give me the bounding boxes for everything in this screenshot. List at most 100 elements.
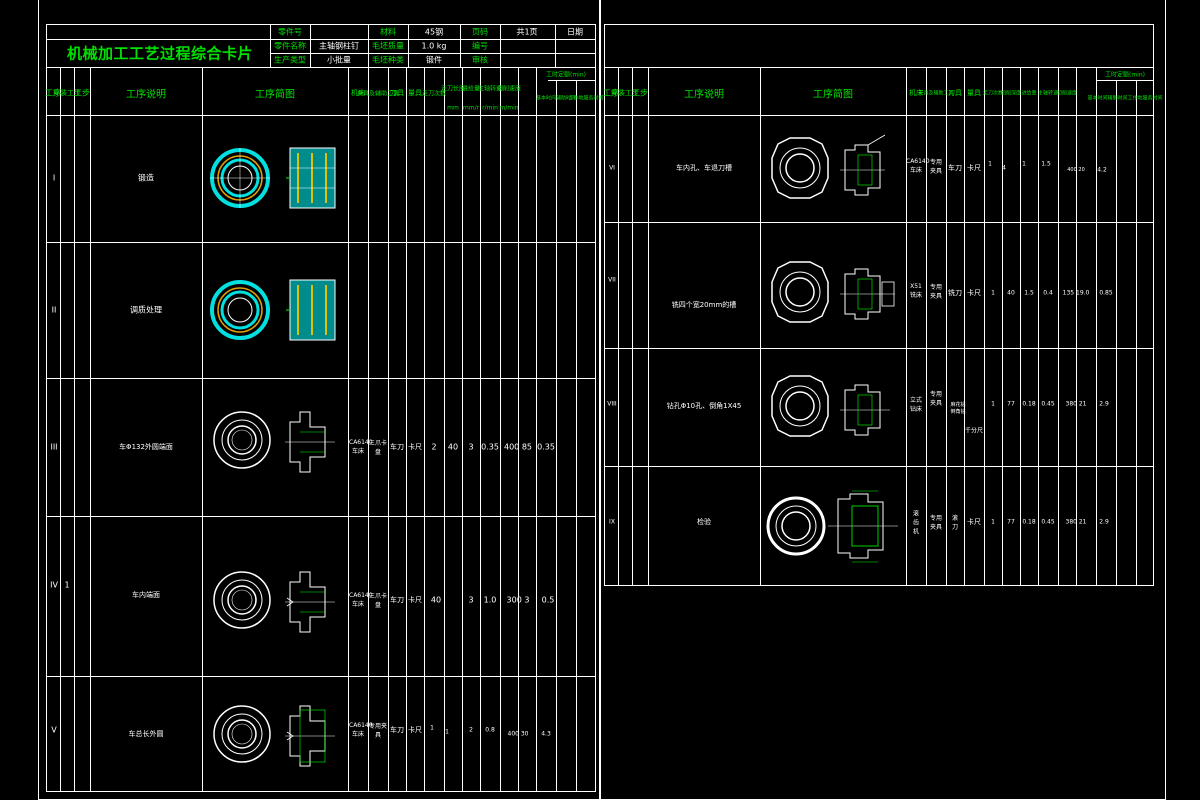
row-passes: 1 <box>991 518 995 526</box>
row-speed: 380 21 <box>1065 400 1087 408</box>
row-fixture: 专用夹具 <box>929 515 942 531</box>
row-description: 车Φ132外圆端面 <box>119 443 173 451</box>
row-passes: 2 <box>431 442 437 452</box>
card-title: 机械加工工艺过程综合卡片 <box>66 44 254 63</box>
col-spindle-unit: r/min <box>482 104 498 112</box>
row-number: II <box>51 305 57 315</box>
left-card-table <box>46 24 596 792</box>
row-feed: 2 <box>469 726 473 734</box>
r-col-gauge: 量具 <box>967 89 981 97</box>
row-machine: CA6140车床 <box>906 158 930 174</box>
row-feed: 1 <box>1022 160 1026 168</box>
date-label: 日期 <box>567 27 583 37</box>
production-type-value: 小批量 <box>327 55 351 65</box>
sketch-turn-1-side <box>285 411 335 473</box>
row-tool: 滚刀 <box>951 515 958 531</box>
col-sketch: 工序简图 <box>255 89 295 101</box>
row-tool: 铣刀 <box>948 289 962 297</box>
row-time: 2.9 <box>1099 518 1109 526</box>
r-col-process: 工序 <box>603 88 619 98</box>
col-cut-speed-unit: m/min <box>499 104 519 112</box>
row-fixture: 三爪卡盘 <box>369 440 388 456</box>
row-speed: 400 20 <box>1067 167 1085 173</box>
row-tool: 车刀 <box>390 596 404 604</box>
row-passes: 1 <box>988 160 992 168</box>
row-feed: 0.18 <box>1022 518 1036 526</box>
sketch-turn-3 <box>213 705 271 763</box>
r-col-feed: 进给量 <box>1021 90 1037 97</box>
sketch-heat-treat-side <box>286 279 336 341</box>
r-col-sketch: 工序简图 <box>813 89 853 101</box>
part-name-value: 主轴钢柱钉 <box>319 41 359 51</box>
col-gauge: 量具 <box>408 89 422 97</box>
col-setup: 安装工步 <box>53 89 81 97</box>
drawn-label: 编号 <box>472 41 488 51</box>
row-number: IV <box>50 580 58 590</box>
blank-weight-value: 1.0 kg <box>421 41 447 51</box>
material-label: 材料 <box>380 27 396 37</box>
col-cut-speed: 切削速度 <box>496 85 522 93</box>
sketch-drill <box>771 375 829 437</box>
col-fixture: 夹具及辅助工具 <box>356 90 400 98</box>
row-number: III <box>50 442 58 452</box>
row-gauge: 卡尺 <box>408 726 422 734</box>
material-value: 45钢 <box>424 27 444 37</box>
row-description: 锻造 <box>138 173 154 183</box>
row-number: VIII <box>607 400 617 408</box>
col-feed: 进给量 <box>461 85 481 93</box>
sketch-turn-2 <box>213 571 271 629</box>
col-time-aux: 辅助时间 <box>555 95 577 102</box>
row-fixture: 专用夹具 <box>369 723 388 739</box>
r-col-depth: 切削深度 <box>1000 90 1022 97</box>
row-speed: 135 19.0 <box>1062 289 1090 297</box>
col-feed-unit: mm/r <box>462 104 480 112</box>
row-speed: 300 3 <box>506 595 530 605</box>
r-col-spindle: 主轴转速 <box>1037 90 1059 97</box>
r-col-machine: 机床 <box>909 89 923 97</box>
row-machine: CA6140车床 <box>349 592 373 608</box>
row-depth: 77 <box>1007 400 1015 408</box>
row-spindle: 0.35 <box>481 442 499 452</box>
row-description: 钻孔Φ10孔、倒角1X45 <box>666 402 742 410</box>
row-speed: 400 85 <box>504 442 532 452</box>
r-col-description: 工序说明 <box>684 89 724 101</box>
sketch-bore <box>771 137 829 199</box>
row-feed: 3 <box>468 442 474 452</box>
blank-weight-label: 毛坯质量 <box>372 41 404 51</box>
row-spindle: 1.0 <box>483 595 497 605</box>
row-fixture: 专用夹具 <box>929 159 942 175</box>
row-speed: 380 21 <box>1065 518 1087 526</box>
r-col-step: 工步 <box>632 88 648 98</box>
row-time: 0.85 <box>1099 289 1113 297</box>
col-step: 工步 <box>74 88 90 98</box>
row-speed: 400 30 <box>507 730 529 738</box>
sketch-turn-2-side <box>285 571 335 633</box>
right-card-table <box>604 24 1154 586</box>
row-gauge: 卡尺 <box>408 596 422 604</box>
row-passes: 1 <box>991 400 995 408</box>
sketch-inspect-side <box>828 490 898 563</box>
row-time: 2.9 <box>1099 400 1109 408</box>
col-spindle: 主轴转速 <box>477 85 503 93</box>
sketch-bore-side <box>840 134 886 196</box>
sketch-turn-3-side <box>285 705 335 767</box>
production-type-label: 生产类型 <box>274 55 306 65</box>
approved-label: 审核 <box>472 55 488 65</box>
row-description: 铣四个宽20mm的槽 <box>671 301 737 309</box>
row-description: 车总长外圆 <box>128 730 164 738</box>
sketch-inspect <box>766 496 826 556</box>
col-time-basic: 基本时间 <box>535 95 557 102</box>
row-tool: 车刀 <box>948 164 962 172</box>
col-description: 工序说明 <box>126 89 166 101</box>
row-machine: CA6140车床 <box>349 722 373 738</box>
row-gauge: 卡尺 <box>967 164 981 172</box>
row-spindle: 0.45 <box>1041 518 1055 526</box>
r-col-time-group: 工时定额(min) <box>1105 71 1145 79</box>
row-description: 检验 <box>697 518 711 526</box>
row-gauge: 卡尺 <box>967 289 981 297</box>
row-time: 4.3 <box>541 730 551 738</box>
row-description: 车内孔、车退刀槽 <box>676 164 732 172</box>
blank-type-value: 锻件 <box>426 55 442 65</box>
row-time: 0.5 <box>541 595 555 605</box>
